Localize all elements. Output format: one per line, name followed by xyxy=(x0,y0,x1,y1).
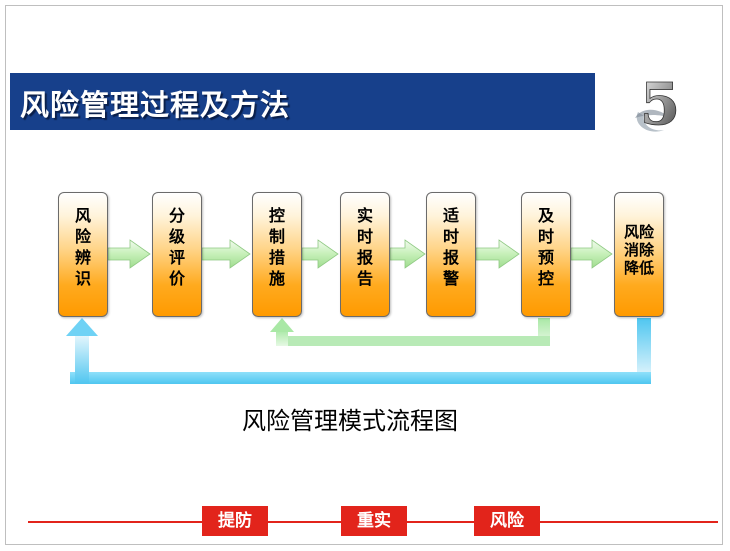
step-label: 实时报告 xyxy=(356,206,373,288)
footer-tag-3: 风险 xyxy=(474,506,540,536)
step-control-measures: 控制措施 xyxy=(252,192,302,317)
step-grading-evaluation: 分级评价 xyxy=(152,192,202,317)
step-label: 控制措施 xyxy=(268,206,285,288)
step-label: 分级评价 xyxy=(168,206,185,288)
step-realtime-report: 实时报告 xyxy=(340,192,390,317)
footer-tag-1: 提防 xyxy=(202,506,268,536)
section-number-text: 5 xyxy=(640,72,680,138)
step-risk-identification: 风险辨识 xyxy=(58,192,108,317)
title-bar xyxy=(10,73,595,130)
section-number-icon: 5 xyxy=(635,72,681,138)
step-timely-alarm: 适时报警 xyxy=(426,192,476,317)
step-label: 风险消除降低 xyxy=(623,223,654,277)
diagram-caption: 风险管理模式流程图 xyxy=(242,407,458,435)
step-label: 风险辨识 xyxy=(74,206,91,288)
footer-tag-2: 重实 xyxy=(341,506,407,536)
step-timely-precontrol: 及时预控 xyxy=(521,192,571,317)
step-label: 适时报警 xyxy=(442,206,459,288)
step-label: 及时预控 xyxy=(537,206,554,288)
step-risk-elimination: 风险消除降低 xyxy=(614,192,664,317)
page-title: 风险管理过程及方法 xyxy=(20,88,291,122)
